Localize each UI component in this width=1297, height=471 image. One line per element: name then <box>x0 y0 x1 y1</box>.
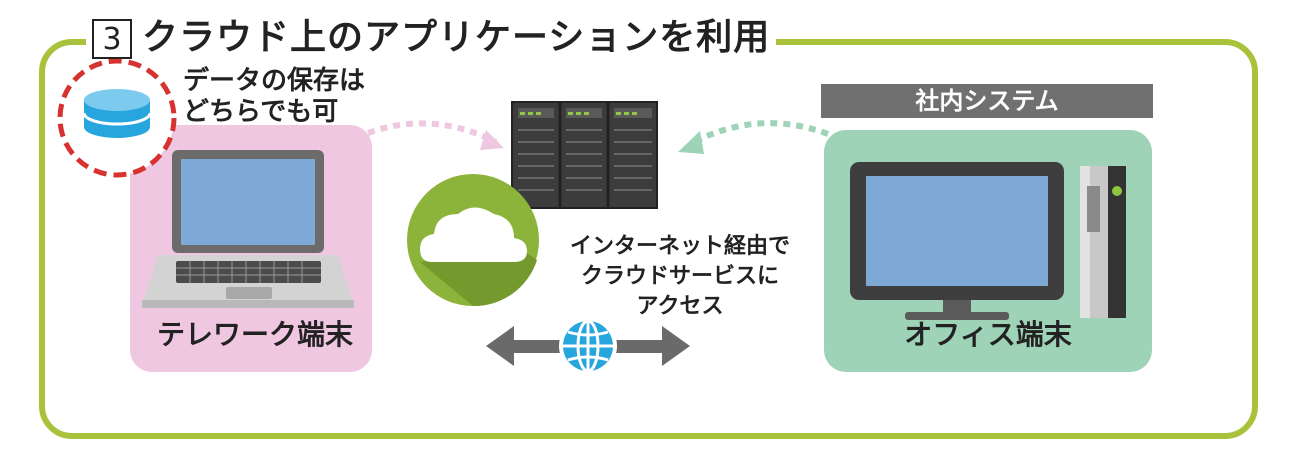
access-note: インターネット経由で クラウドサービスに アクセス <box>569 234 790 319</box>
server-rack-icon <box>511 101 658 209</box>
telework-to-server-arrow <box>366 120 504 150</box>
internal-system-banner: 社内システム <box>821 84 1153 118</box>
telework-label: テレワーク端末 <box>156 318 353 351</box>
database-icon <box>57 58 177 178</box>
pc-tower-icon <box>1080 166 1126 318</box>
office-label: オフィス端末 <box>904 318 1072 351</box>
office-to-server-arrow <box>678 120 830 154</box>
cloud-icon <box>407 174 539 307</box>
desktop-monitor-icon <box>850 162 1064 320</box>
page-title: クラウド上のアプリケーションを利用 <box>142 20 777 56</box>
title-number: 3 <box>92 19 132 59</box>
laptop-icon <box>142 150 354 308</box>
storage-note: データの保存は どちらでも可 <box>183 66 366 127</box>
globe-icon <box>559 317 617 375</box>
